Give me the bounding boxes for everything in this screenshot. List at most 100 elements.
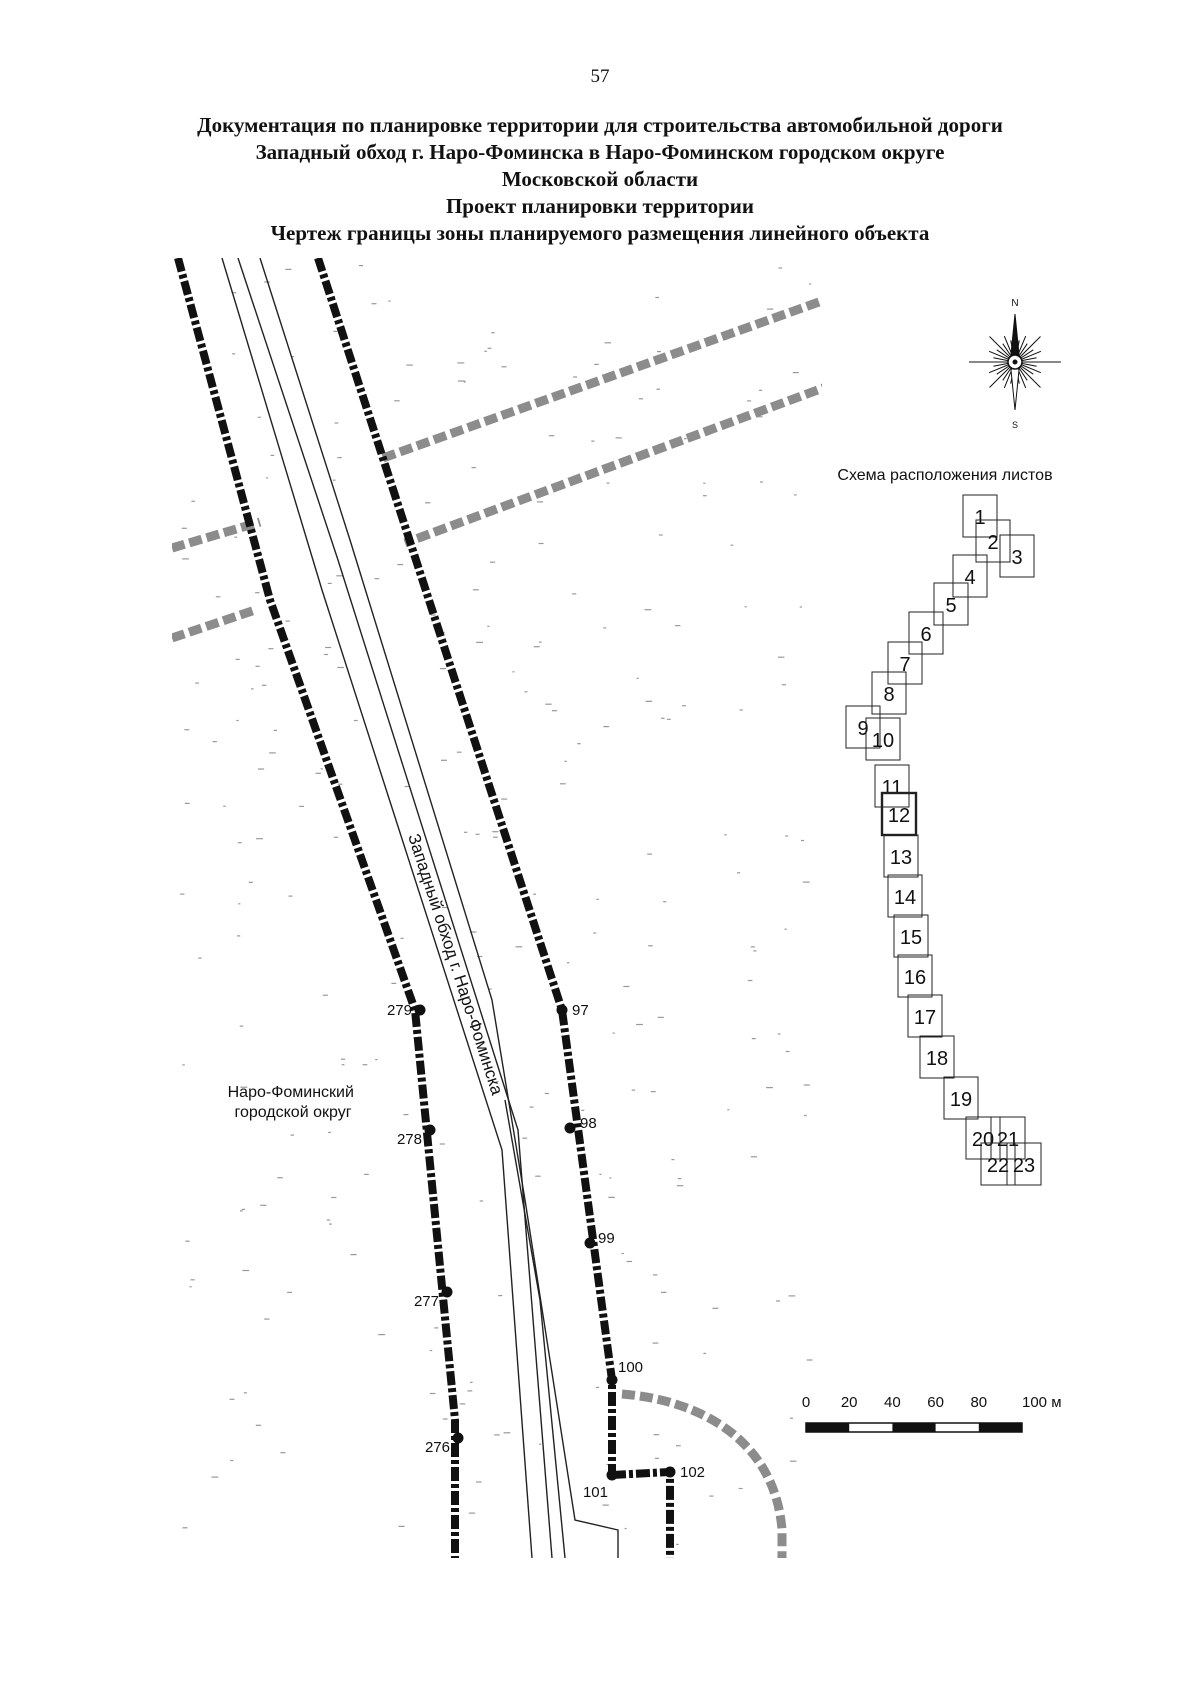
terrain-speck <box>657 1016 664 1018</box>
terrain-speck <box>442 1418 448 1420</box>
terrain-speck <box>328 1131 331 1133</box>
terrain-speck <box>404 785 410 788</box>
terrain-speck <box>533 893 536 895</box>
boundary-point-label: 97 <box>572 1002 589 1019</box>
terrain-speck <box>184 802 190 804</box>
sheet-number: 6 <box>920 624 931 646</box>
boundary-point-label: 102 <box>680 1464 705 1481</box>
terrain-speck <box>800 839 805 842</box>
terrain-speck <box>739 709 743 711</box>
sheet-box <box>919 1035 955 1079</box>
terrain-speck <box>524 691 528 693</box>
terrain-speck <box>231 292 237 294</box>
terrain-speck <box>258 768 265 770</box>
terrain-speck <box>636 1023 643 1026</box>
terrain-speck <box>727 1109 730 1111</box>
sheet-box <box>871 671 907 715</box>
terrain-speck <box>362 1064 368 1066</box>
terrain-speck <box>195 682 199 684</box>
right-boundary-spur <box>611 1467 674 1558</box>
terrain-speck <box>388 300 391 302</box>
right-boundary <box>314 258 616 1475</box>
terrain-speck <box>273 729 277 731</box>
boundary-point-label: 98 <box>580 1115 597 1132</box>
terrain-speck <box>489 988 492 990</box>
terrain-speck <box>730 544 734 546</box>
terrain-speck <box>753 950 757 952</box>
terrain-speck <box>538 542 544 545</box>
terrain-speck <box>439 668 446 670</box>
boundary-point-label: 101 <box>583 1484 608 1501</box>
terrain-speck <box>333 330 338 332</box>
terrain-speck <box>804 1114 807 1117</box>
sheet-box <box>1006 1142 1042 1186</box>
terrain-speck <box>327 582 332 584</box>
terrain-speck <box>603 627 607 629</box>
sheet-box <box>933 582 969 626</box>
header-line: Проект планировки территории <box>445 194 755 218</box>
terrain-speck <box>320 768 323 770</box>
boundary-point <box>606 1469 618 1481</box>
terrain-speck <box>645 700 653 702</box>
terrain-speck <box>322 994 328 996</box>
boundary-point <box>606 1374 618 1386</box>
boundary-point <box>556 1004 568 1016</box>
terrain-speck <box>336 575 343 577</box>
terrain-speck <box>324 653 328 656</box>
terrain-speck <box>467 1390 473 1392</box>
terrain-speck <box>237 842 242 844</box>
terrain-speck <box>257 416 261 418</box>
terrain-speck <box>503 1432 511 1434</box>
terrain-speck <box>661 717 665 719</box>
terrain-speck <box>182 1527 188 1529</box>
terrain-speck <box>544 1092 549 1095</box>
sheet-number: 18 <box>926 1048 948 1070</box>
terrain-speck <box>441 906 448 909</box>
terrain-speck <box>185 1240 190 1242</box>
scale-bar-label: 100 м <box>1022 1394 1062 1411</box>
sheet-box <box>893 914 929 958</box>
terrain-speck <box>781 684 786 686</box>
terrain-speck <box>331 1196 337 1199</box>
sheet-number: 2 <box>987 532 998 554</box>
terrain-speck <box>464 831 468 833</box>
terrain-speck <box>785 835 789 837</box>
sheet-number: 11 <box>882 777 903 799</box>
header-line: Чертеж границы зоны планируемого размеще… <box>270 221 930 245</box>
terrain-speck <box>491 332 495 334</box>
terrain-speck <box>350 1254 357 1256</box>
terrain-speck <box>671 1159 675 1161</box>
road-edge-right <box>259 258 619 1558</box>
road-edge-left <box>221 258 533 1558</box>
sheet-number: 9 <box>857 718 868 740</box>
terrain-speck <box>676 1543 679 1545</box>
scale-bar-label: 60 <box>927 1394 944 1411</box>
terrain-speck <box>475 833 480 835</box>
terrain-speck <box>599 1173 602 1175</box>
terrain-speck <box>236 719 239 722</box>
sheet-number: 3 <box>1011 547 1022 569</box>
terrain-speck <box>237 935 241 937</box>
terrain-speck <box>285 620 290 622</box>
terrain-speck <box>484 350 487 352</box>
terrain-speck <box>378 1334 386 1336</box>
terrain-speck <box>374 578 380 580</box>
sheet-number: 1 <box>974 507 985 529</box>
terrain-speck <box>573 376 578 378</box>
terrain-speck <box>470 1381 473 1383</box>
terrain-speck <box>648 945 653 947</box>
terrain-speck <box>391 982 397 984</box>
terrain-speck <box>703 482 706 484</box>
terrain-speck <box>802 881 810 883</box>
terrain-speck <box>676 1445 681 1447</box>
sheet-box <box>975 519 1011 563</box>
terrain-speck <box>501 366 507 368</box>
terrain-speck <box>653 1434 660 1436</box>
left-strip-1 <box>172 517 262 553</box>
terrain-speck <box>456 751 462 753</box>
terrain-speck <box>621 1252 624 1255</box>
terrain-speck <box>329 1223 332 1225</box>
terrain-speck <box>440 759 447 761</box>
boundary-point-label: 279 <box>387 1002 412 1019</box>
